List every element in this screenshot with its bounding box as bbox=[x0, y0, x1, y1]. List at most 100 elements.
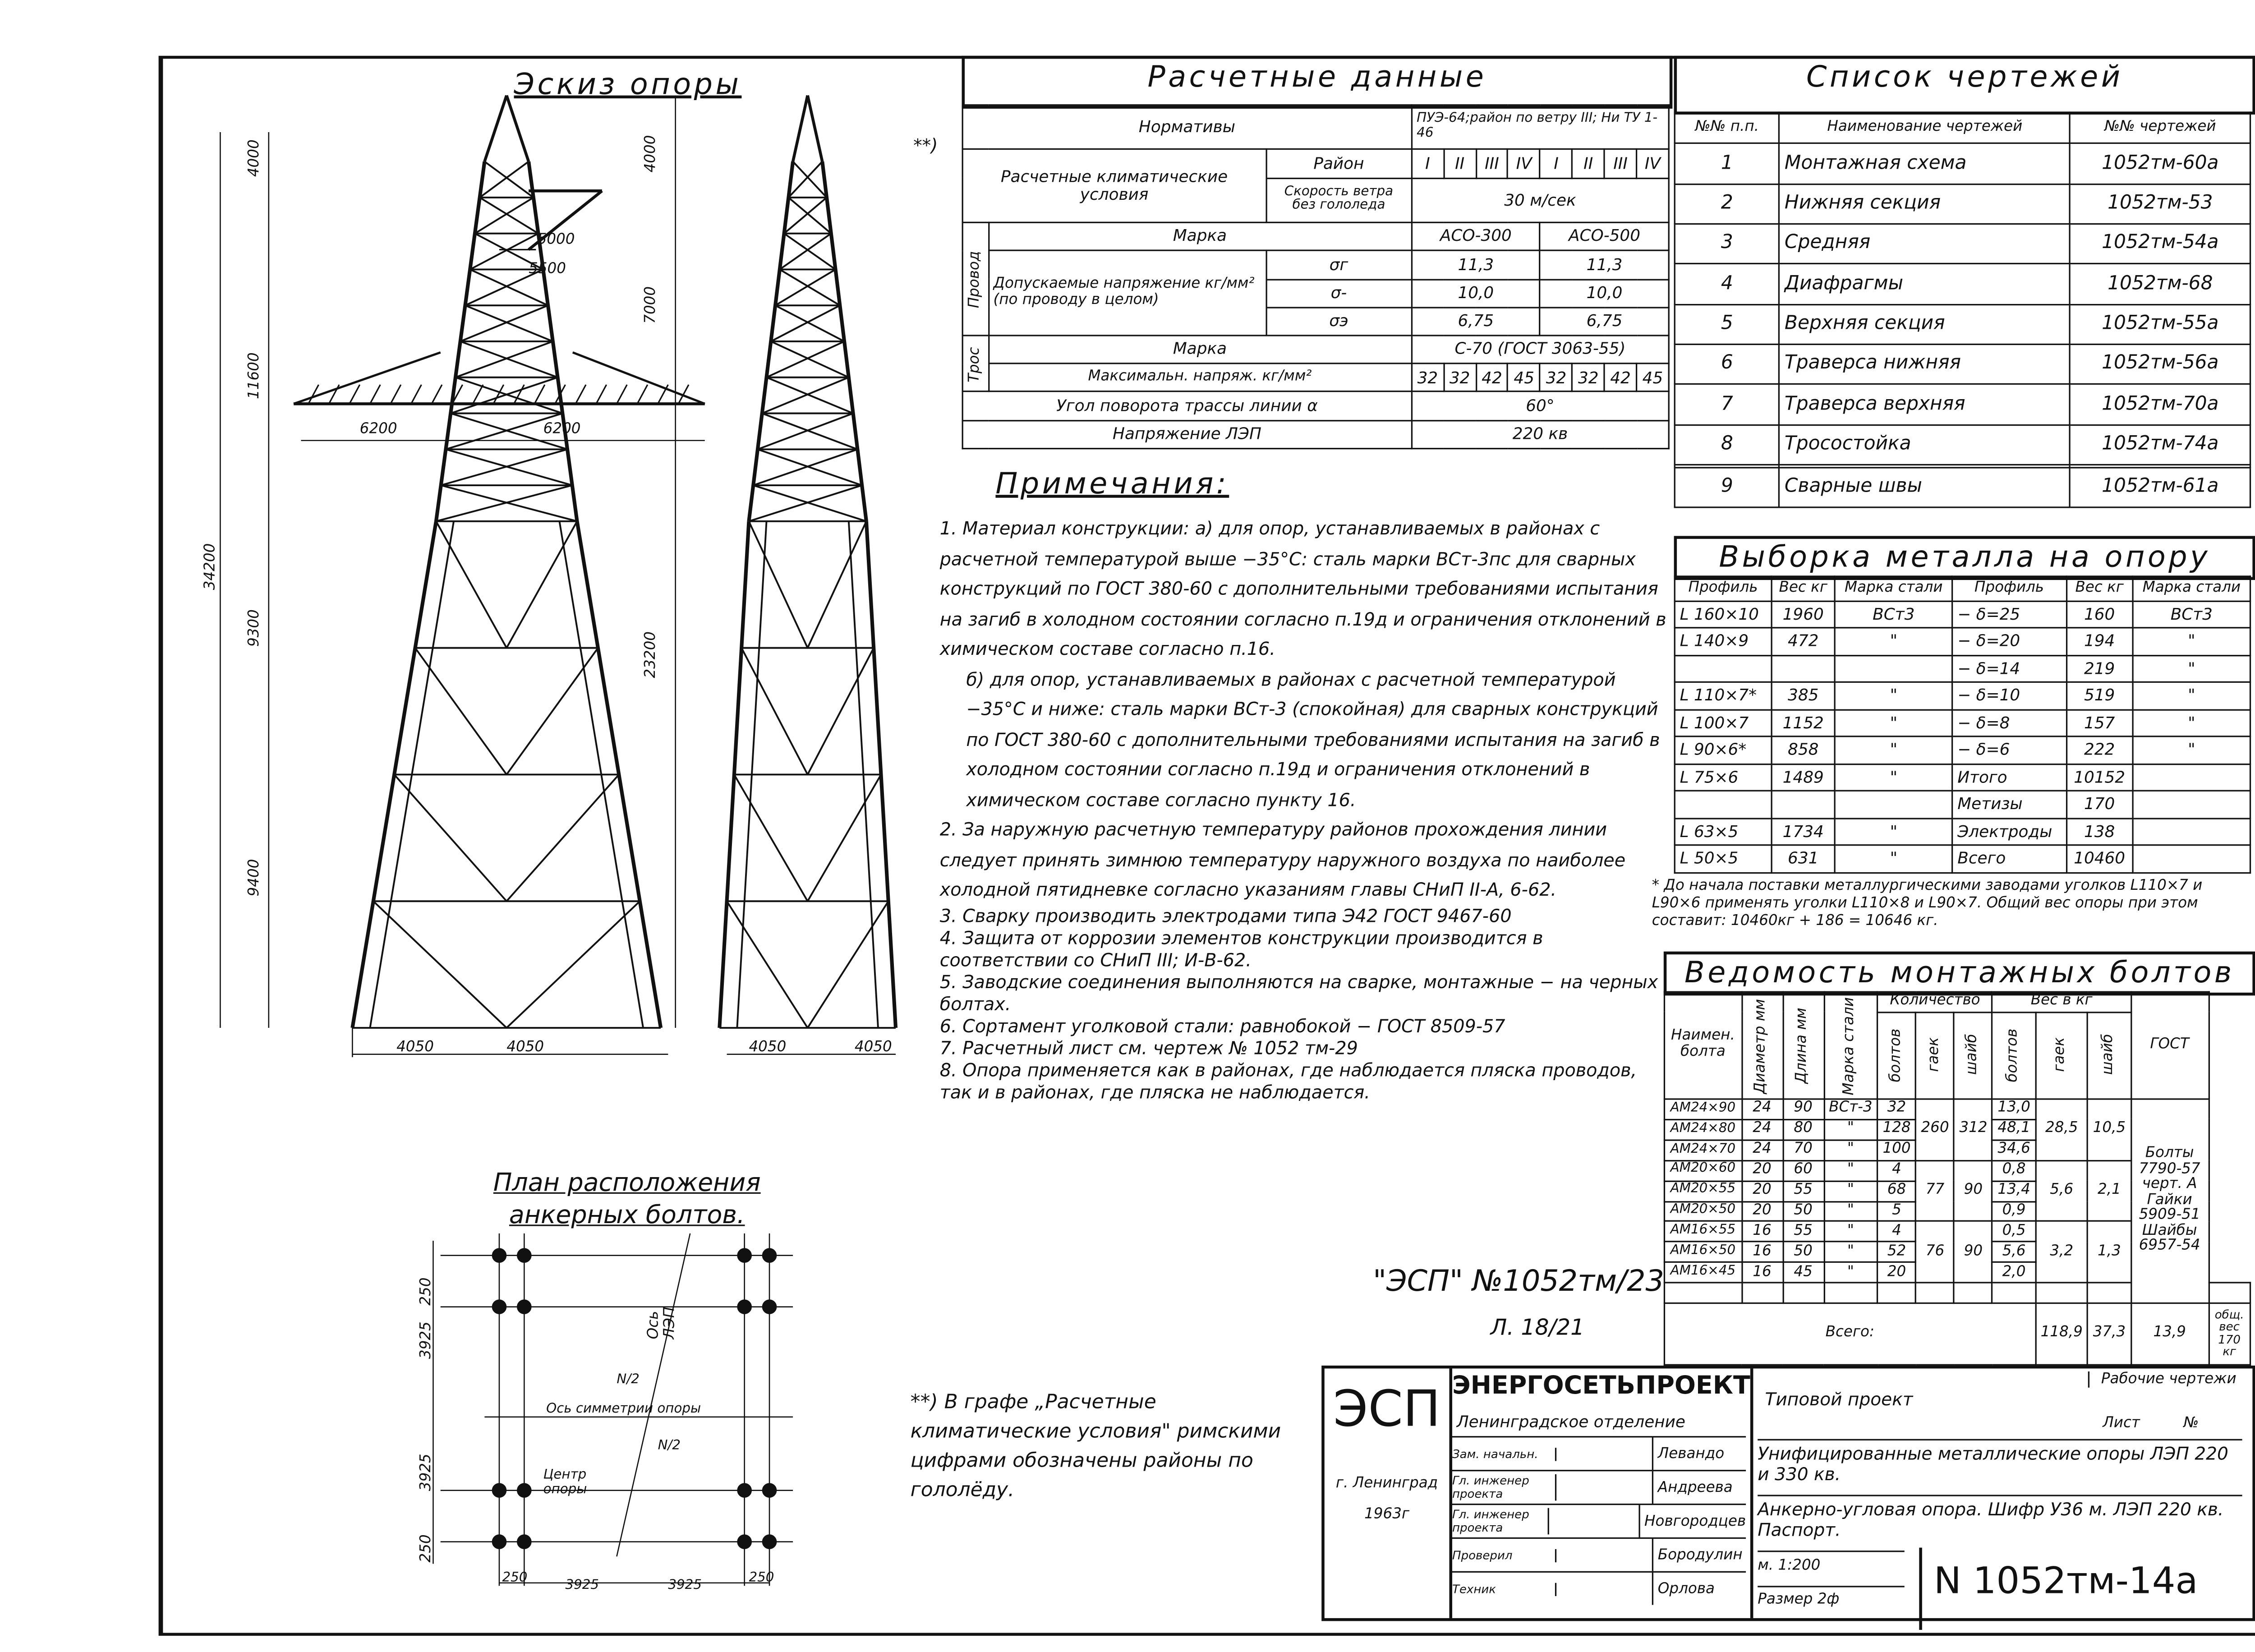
column-header: Наименование чертежей bbox=[1778, 111, 2071, 145]
stress-value: 6,75 bbox=[1539, 306, 1670, 336]
dim-total: 34200 bbox=[202, 543, 219, 590]
note-item: 8. Опора применяется как в районах, где … bbox=[939, 1059, 1637, 1102]
plan-dim: 3925 bbox=[565, 1578, 599, 1593]
table-cell: L 140×9 bbox=[1674, 627, 1772, 657]
crossarm-lattice bbox=[534, 384, 546, 405]
anchor-bolt bbox=[737, 1534, 752, 1549]
signature bbox=[1556, 1572, 1654, 1605]
front-tower bbox=[479, 197, 539, 235]
table-cell: 50 bbox=[1781, 1200, 1825, 1223]
crossarm-lattice bbox=[657, 384, 669, 405]
table-cell: 10460 bbox=[2065, 845, 2134, 874]
table-cell: " bbox=[1823, 1241, 1878, 1263]
column-header: Марка стали bbox=[1823, 992, 1878, 1099]
crossarm-lattice bbox=[390, 384, 402, 405]
table-cell: 4 bbox=[1877, 1221, 1917, 1243]
table-cell: 472 bbox=[1771, 627, 1836, 657]
anchor-bolt bbox=[737, 1248, 752, 1263]
esp-logo: ЭСП bbox=[1333, 1380, 1440, 1439]
table-cell: 128 bbox=[1877, 1118, 1917, 1141]
dim-arm-left: 6200 bbox=[359, 421, 397, 438]
front-tower bbox=[414, 647, 507, 775]
table-cell: " bbox=[1834, 709, 1953, 738]
plan-dim: 3925 bbox=[418, 1454, 435, 1491]
crossarm-lattice bbox=[308, 384, 319, 405]
side-tower bbox=[757, 412, 854, 451]
table-cell: 50 bbox=[1781, 1241, 1825, 1263]
table-cell: 1 bbox=[1674, 143, 1781, 185]
signature bbox=[1550, 1505, 1640, 1537]
side-tower bbox=[787, 161, 823, 198]
max-stress-value: 32 bbox=[1571, 363, 1606, 393]
table-cell: 16 bbox=[1740, 1221, 1784, 1243]
table-cell: " bbox=[1834, 818, 1953, 847]
crossarm-lattice bbox=[595, 384, 607, 405]
dim-base-left: 4050 bbox=[396, 1040, 434, 1056]
side-tower bbox=[726, 901, 809, 1029]
table-cell: Траверса верхняя bbox=[1778, 383, 2071, 425]
table-cell: 70 bbox=[1781, 1139, 1825, 1161]
table-cell: 45 bbox=[1781, 1261, 1825, 1284]
front-tower bbox=[450, 412, 568, 451]
table-cell: " bbox=[1823, 1221, 1878, 1243]
table-cell bbox=[2132, 818, 2251, 847]
dim-top-right: 4000 bbox=[643, 135, 659, 173]
side-tower bbox=[870, 901, 879, 1028]
max-stress-value: 42 bbox=[1475, 363, 1509, 393]
table-cell: − δ=25 bbox=[1951, 600, 2067, 629]
table-cell: 3,2 bbox=[2034, 1221, 2089, 1284]
side-tower bbox=[770, 341, 849, 378]
drawings-title: Список чертежей bbox=[1806, 59, 2123, 94]
district-value: II bbox=[1571, 149, 1606, 179]
no-label: № bbox=[2183, 1415, 2199, 1432]
table-cell: 77 bbox=[1915, 1160, 1955, 1223]
table-cell: − δ=14 bbox=[1951, 654, 2067, 684]
front-tower bbox=[465, 304, 553, 342]
total-value: 37,3 bbox=[2087, 1302, 2132, 1366]
table-cell bbox=[2069, 464, 2251, 468]
side-tower bbox=[775, 304, 845, 342]
side-tower bbox=[779, 233, 832, 271]
front-tower bbox=[469, 232, 539, 271]
table-cell: 16 bbox=[1740, 1261, 1784, 1284]
staff-name: Бородулин bbox=[1657, 1546, 1743, 1563]
crossarm-lattice bbox=[677, 384, 690, 405]
table-cell: 0,5 bbox=[1992, 1221, 2036, 1243]
org-name: ЭНЕРГОСЕТЬПРОЕКТ bbox=[1452, 1371, 1750, 1401]
symmetry-axis-label: Ось симметрии опоры bbox=[546, 1402, 701, 1417]
table-cell: 13,0 bbox=[1992, 1098, 2036, 1120]
table-cell: 32 bbox=[1877, 1098, 1917, 1120]
district-value: IV bbox=[1507, 149, 1541, 179]
table-cell: 7 bbox=[1674, 383, 1781, 425]
table-cell: 90 bbox=[1781, 1098, 1825, 1120]
front-tower bbox=[441, 484, 578, 522]
plan-dim: 250 bbox=[418, 1277, 435, 1306]
plan-dim: 250 bbox=[418, 1534, 435, 1563]
table-cell: 2,0 bbox=[1992, 1261, 2036, 1284]
table-cell: − δ=20 bbox=[1951, 627, 2067, 657]
side-tower bbox=[806, 774, 882, 902]
table-cell: 1052тм-53 bbox=[2069, 183, 2251, 225]
front-tower bbox=[390, 774, 413, 902]
table-cell: 55 bbox=[1781, 1180, 1825, 1202]
signature bbox=[1556, 1471, 1654, 1504]
side-tower-peak bbox=[791, 95, 809, 162]
stress-label: Допускаемые напряжение кг/мм² (по провод… bbox=[987, 250, 1267, 336]
table-cell: 20 bbox=[1740, 1200, 1784, 1223]
table-cell: АМ16×55 bbox=[1663, 1221, 1743, 1243]
column-header: шайб bbox=[1954, 1012, 1993, 1099]
table-cell: 100 bbox=[1877, 1139, 1917, 1161]
staff-name: Левандо bbox=[1657, 1445, 1725, 1462]
table-cell: 24 bbox=[1740, 1098, 1784, 1120]
table-cell: L 90×6* bbox=[1674, 736, 1772, 765]
dim-legs: 23200 bbox=[643, 631, 659, 678]
table-cell: 5,6 bbox=[1992, 1241, 2036, 1263]
city: г. Ленинград bbox=[1335, 1476, 1438, 1492]
